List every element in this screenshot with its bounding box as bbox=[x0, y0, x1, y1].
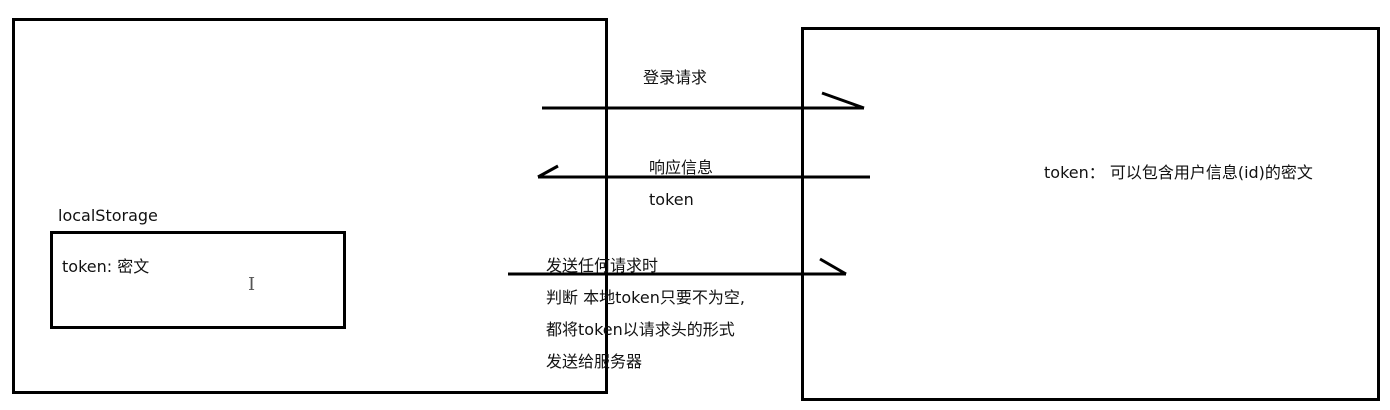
server-token-note: token： 可以包含用户信息(id)的密文 bbox=[1044, 163, 1313, 182]
request-label-line4: 发送给服务器 bbox=[546, 352, 643, 371]
login-request-label: 登录请求 bbox=[643, 68, 708, 87]
request-label-line3: 都将token以请求头的形式 bbox=[546, 320, 735, 339]
login-arrow bbox=[542, 91, 865, 110]
localstorage-title: localStorage bbox=[58, 206, 158, 225]
server-box bbox=[801, 27, 1380, 401]
request-arrow bbox=[508, 257, 847, 276]
localstorage-content: token: 密文 bbox=[62, 257, 150, 276]
localstorage-box bbox=[50, 231, 346, 329]
request-label-line2: 判断 本地token只要不为空, bbox=[546, 288, 745, 307]
client-box bbox=[12, 18, 608, 394]
response-arrow bbox=[537, 164, 870, 179]
request-label-line1: 发送任何请求时 bbox=[546, 256, 659, 275]
response-info-label: 响应信息 bbox=[649, 158, 714, 177]
response-token-label: token bbox=[649, 190, 694, 209]
text-cursor-icon: I bbox=[248, 274, 256, 295]
